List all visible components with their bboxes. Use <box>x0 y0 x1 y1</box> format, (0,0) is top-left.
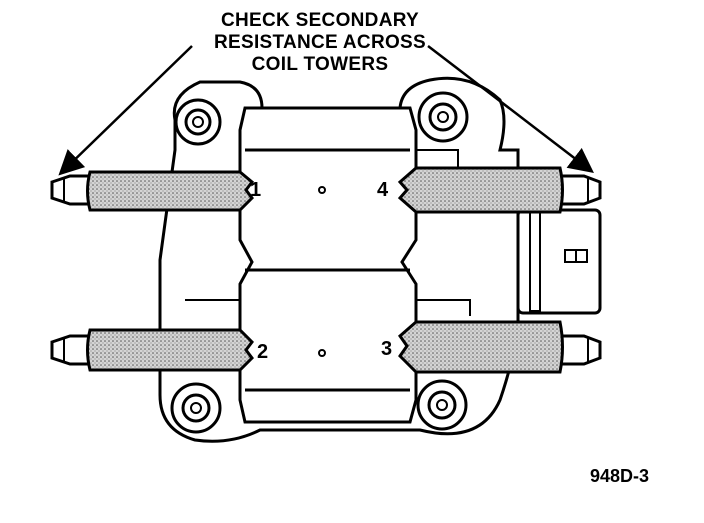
mounting-hole-top-left <box>174 98 222 146</box>
coil-tower-3 <box>397 320 602 374</box>
leader-arrow-right <box>427 45 594 174</box>
coil-center-body <box>238 106 418 424</box>
annotation-line-1: CHECK SECONDARY <box>220 10 420 31</box>
mounting-hole-top-right <box>417 91 469 143</box>
coil-tower-2 <box>50 328 254 372</box>
figure-id: 948D-3 <box>590 466 650 486</box>
annotation-text: CHECK SECONDARY RESISTANCE ACROSS COIL T… <box>170 10 470 76</box>
tower-label-4: 4 <box>377 179 389 201</box>
tower-label-2: 2 <box>257 341 268 363</box>
tower-label-1: 1 <box>250 179 261 201</box>
annotation-line-2: RESISTANCE ACROSS <box>213 32 426 53</box>
mounting-hole-bottom-right <box>416 379 468 431</box>
electrical-connector <box>516 208 602 315</box>
mounting-hole-bottom-left <box>170 382 222 434</box>
annotation-line-3: COIL TOWERS <box>251 54 389 75</box>
leader-arrow-left <box>58 45 193 176</box>
coil-tower-1 <box>50 170 255 212</box>
coil-tower-4 <box>397 166 602 214</box>
tower-label-3: 3 <box>381 338 392 360</box>
